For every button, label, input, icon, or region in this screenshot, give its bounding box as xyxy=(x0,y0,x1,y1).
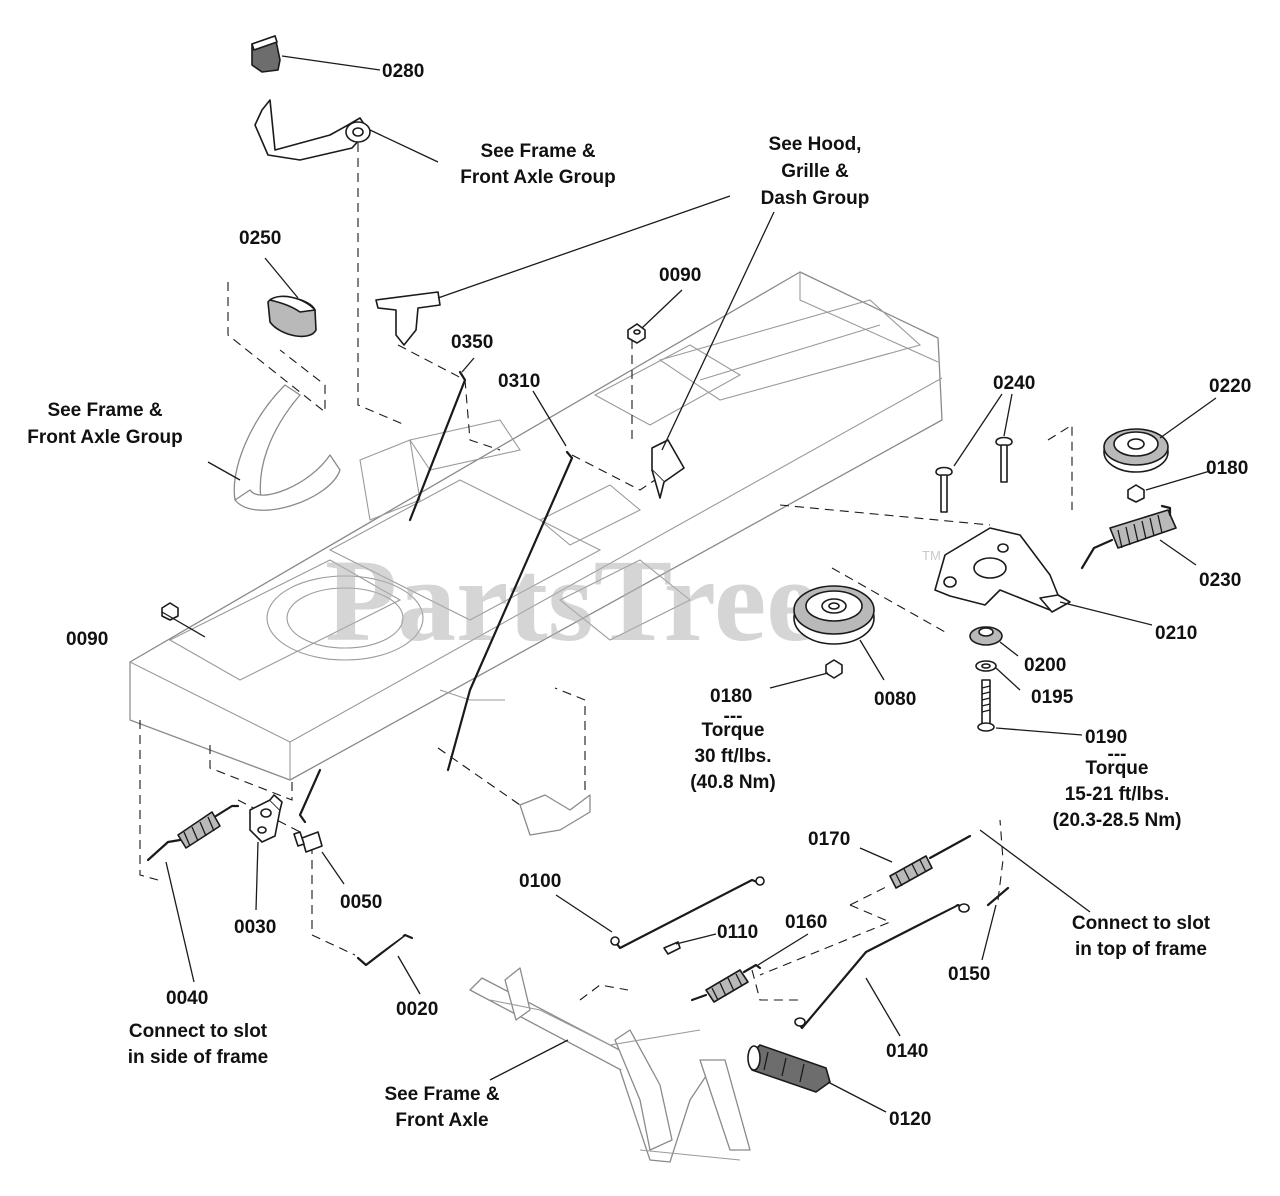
part-0150-pin xyxy=(986,886,1010,907)
label-0140: 0140 xyxy=(886,1041,928,1062)
part-0050-bolt xyxy=(293,831,323,853)
part-0230-spring xyxy=(1080,504,1177,570)
label-0350: 0350 xyxy=(451,332,493,353)
note-frame-axle-bottom: See Frame & Front Axle xyxy=(384,1084,499,1131)
part-0120-grip xyxy=(747,1044,831,1093)
part-0170-spring xyxy=(889,834,972,889)
note-line: Front Axle Group xyxy=(460,167,616,188)
part-0220-flat-idler xyxy=(1103,428,1169,473)
label-0240: 0240 xyxy=(993,373,1035,394)
note-line: See Hood, xyxy=(769,134,862,155)
part-0090-nut-left xyxy=(161,602,179,621)
part-0020-rod xyxy=(356,933,414,967)
part-0090-nut-top xyxy=(627,323,646,344)
note-frame-axle-left: See Frame & Front Axle Group xyxy=(27,400,183,448)
label-0310: 0310 xyxy=(498,371,540,392)
note-line: Connect to slot xyxy=(1072,913,1211,934)
note-frame-axle-top: See Frame & Front Axle Group xyxy=(460,141,616,188)
note-line: Grille & xyxy=(781,161,849,182)
label-0170: 0170 xyxy=(808,829,850,850)
part-0080-v-idler xyxy=(793,585,875,645)
label-0220: 0220 xyxy=(1209,376,1251,397)
label-0100: 0100 xyxy=(519,871,561,892)
label-0250: 0250 xyxy=(239,228,281,249)
label-0090-left: 0090 xyxy=(66,629,108,650)
part-0210-idler-bracket xyxy=(934,527,1071,613)
label-0080: 0080 xyxy=(874,689,916,710)
leader-lines xyxy=(161,55,1217,1113)
label-0280: 0280 xyxy=(382,61,424,82)
label-0090-top: 0090 xyxy=(659,265,701,286)
note-line: 15-21 ft/lbs. xyxy=(1065,784,1170,805)
label-0020: 0020 xyxy=(396,999,438,1020)
label-0210: 0210 xyxy=(1155,623,1197,644)
note-line: (40.8 Nm) xyxy=(690,772,776,793)
note-line: See Frame & xyxy=(480,141,595,162)
note-slot-top: Connect to slot in top of frame xyxy=(1072,913,1211,960)
note-line: Torque xyxy=(1086,758,1149,779)
label-0050: 0050 xyxy=(340,892,382,913)
label-0180-left: 0180 xyxy=(710,686,752,707)
note-line: in top of frame xyxy=(1075,939,1207,960)
note-torque-0180: --- Torque 30 ft/lbs. (40.8 Nm) xyxy=(690,706,776,793)
part-0240-bolts xyxy=(935,436,1013,513)
note-line: See Frame & xyxy=(384,1084,499,1105)
label-0030: 0030 xyxy=(234,917,276,938)
note-hood-grille: See Hood, Grille & Dash Group xyxy=(761,134,870,209)
note-line: --- xyxy=(1108,744,1127,765)
part-0160-spring xyxy=(690,963,762,1003)
note-line: 30 ft/lbs. xyxy=(694,746,771,767)
note-line: Front Axle Group xyxy=(27,427,183,448)
tractor-frame xyxy=(129,271,943,1163)
part-0180-nut-right xyxy=(1127,484,1145,503)
part-0110-clip xyxy=(663,941,681,955)
label-0195: 0195 xyxy=(1031,687,1074,708)
label-0150: 0150 xyxy=(948,964,990,985)
part-0100-rod xyxy=(610,876,765,950)
part-labels: 0280 0250 0350 0310 0090 0240 0220 0180 … xyxy=(66,61,1251,1130)
note-line: See Frame & xyxy=(47,400,162,421)
part-0310-and-0350-rods xyxy=(298,370,574,824)
part-0040-spring xyxy=(146,804,240,862)
note-line: Torque xyxy=(702,720,765,741)
part-0200-spacer xyxy=(969,626,1003,646)
part-0140-rod xyxy=(794,903,970,1030)
label-0110: 0110 xyxy=(717,922,758,943)
label-0190: 0190 xyxy=(1085,727,1127,748)
watermark-tm: TM xyxy=(922,548,941,563)
assembly-lines xyxy=(139,128,1073,1001)
label-0180-right: 0180 xyxy=(1206,458,1248,479)
note-line: (20.3-28.5 Nm) xyxy=(1053,810,1182,831)
note-slot-side: Connect to slot in side of frame xyxy=(128,1021,268,1068)
note-line: Connect to slot xyxy=(129,1021,268,1042)
part-0030-bracket xyxy=(249,794,283,843)
label-0200: 0200 xyxy=(1024,655,1066,676)
watermark-text: PartsTree xyxy=(325,535,819,666)
note-line: in side of frame xyxy=(128,1047,268,1068)
label-0120: 0120 xyxy=(889,1109,931,1130)
label-0040: 0040 xyxy=(166,988,208,1009)
part-0180-nut-left-draw xyxy=(825,659,843,679)
note-line: --- xyxy=(724,706,743,727)
note-line: Front Axle xyxy=(395,1110,488,1131)
label-0160: 0160 xyxy=(785,912,827,933)
part-0280-brake-pedal-arm xyxy=(251,35,371,161)
label-0230: 0230 xyxy=(1199,570,1241,591)
part-0195-washer xyxy=(975,660,997,672)
note-line: Dash Group xyxy=(761,188,870,209)
note-torque-0190: --- Torque 15-21 ft/lbs. (20.3-28.5 Nm) xyxy=(1053,744,1182,831)
part-0250-pedal-pad xyxy=(267,295,317,338)
part-hood-brackets xyxy=(375,291,685,499)
part-0190-bolt xyxy=(977,679,995,732)
